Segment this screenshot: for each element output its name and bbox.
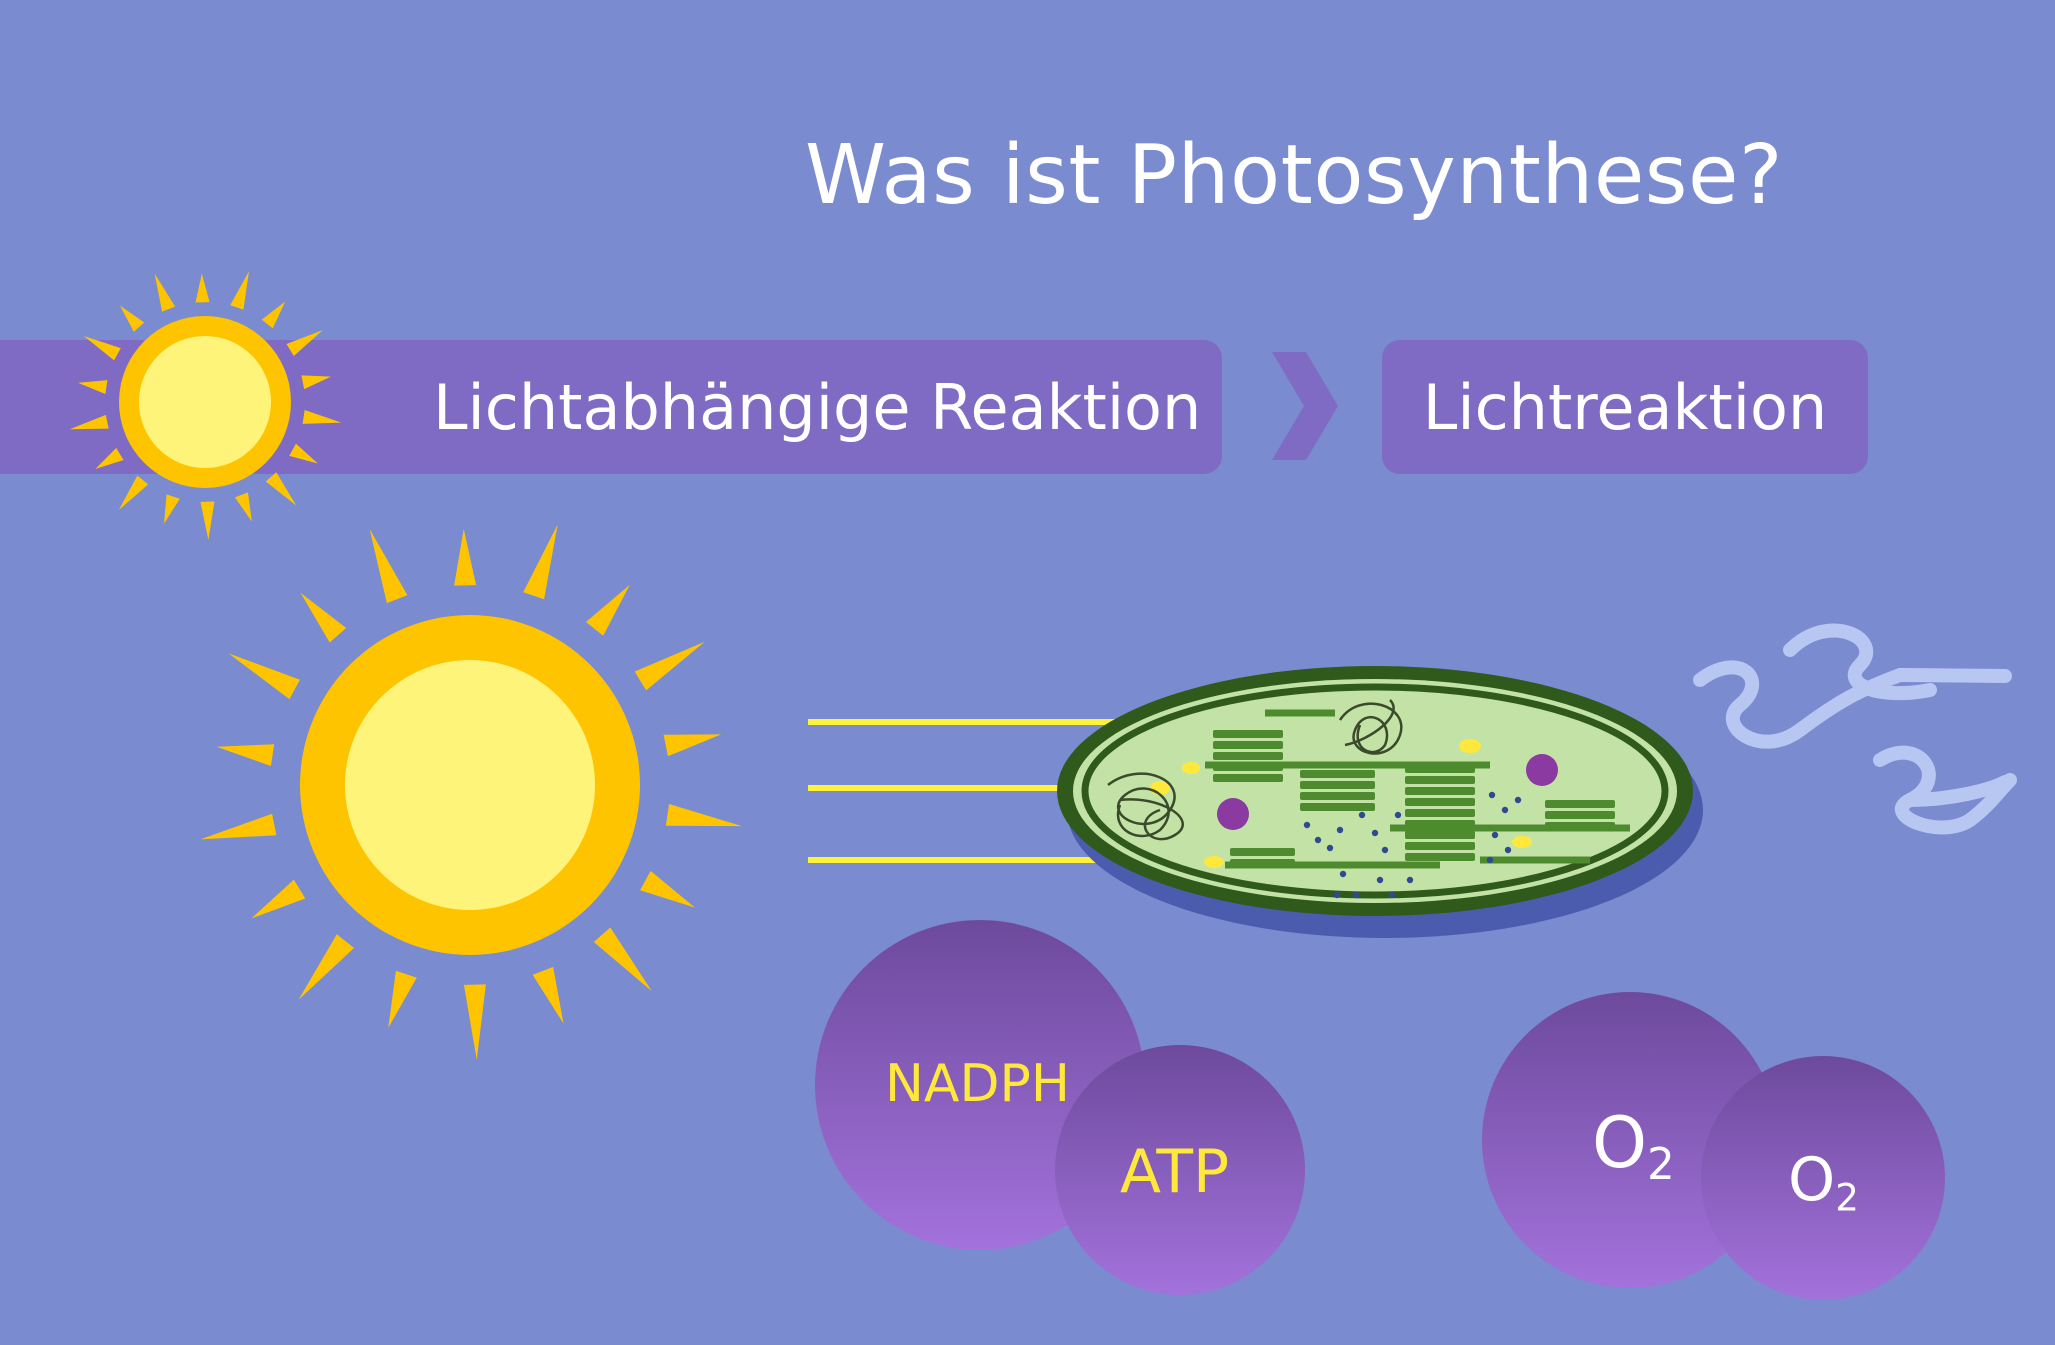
- sun-ray: [454, 528, 477, 586]
- sun-ray: [195, 273, 210, 303]
- sun-ray: [230, 271, 250, 310]
- sun-ray: [585, 584, 630, 636]
- chevron-right-icon: [1272, 352, 1338, 460]
- sun-icon: [200, 524, 742, 1060]
- sun-ray: [298, 934, 355, 1000]
- page-title: Was ist Photosynthese?: [805, 128, 1783, 223]
- sun-icon: [69, 271, 342, 540]
- sun-ray: [640, 870, 695, 908]
- sun-ray: [463, 984, 486, 1060]
- wind-icon: [1693, 623, 2017, 835]
- sun-ray: [532, 966, 564, 1024]
- sun-ray: [120, 305, 145, 332]
- sun-ray: [95, 448, 124, 469]
- sun-ray: [634, 641, 705, 691]
- sun-ray: [69, 414, 109, 430]
- sun-ray: [234, 492, 252, 522]
- oxygen-symbol: O: [1788, 1145, 1836, 1215]
- sun-ray: [216, 744, 275, 767]
- sun-ray: [265, 472, 297, 506]
- sun-ray: [251, 879, 306, 919]
- sun-ray: [665, 803, 742, 827]
- sun-ray: [261, 301, 286, 329]
- sun-ray: [663, 734, 722, 757]
- nadph-label: NADPH: [885, 1054, 1070, 1114]
- sun-ray: [300, 592, 347, 643]
- sun-ray: [164, 494, 180, 524]
- sun-ray: [118, 475, 149, 510]
- sun-ray: [523, 524, 558, 600]
- sun-ray: [388, 970, 417, 1028]
- light-reaction-label: Lichtreaktion: [1422, 370, 1828, 444]
- sun-ray: [77, 380, 108, 395]
- light-reaction-band: Lichtreaktion: [1382, 340, 1868, 474]
- sun-ray: [83, 335, 121, 361]
- oxygen-subscript: 2: [1835, 1175, 1859, 1220]
- sun-ray: [286, 330, 323, 356]
- sun-ray: [228, 653, 300, 700]
- sun-ray: [369, 528, 408, 604]
- oxygen-label: O2: [1788, 1145, 1859, 1219]
- sun-ray: [301, 375, 331, 390]
- sun-ray: [200, 813, 277, 840]
- light-dependent-reaction-label: Lichtabhängige Reaktion: [433, 370, 1202, 444]
- sun-ray: [154, 273, 176, 312]
- oxygen-label: O2: [1592, 1102, 1675, 1190]
- sun-ray: [200, 501, 215, 540]
- oxygen-symbol: O: [1592, 1102, 1648, 1184]
- oxygen-subscript: 2: [1647, 1140, 1675, 1191]
- atp-label: ATP: [1120, 1137, 1230, 1207]
- sun-ray: [302, 409, 342, 424]
- molecule-bubbles: [815, 920, 1945, 1300]
- chloroplast-icon: [1057, 666, 1703, 938]
- sun-ray: [593, 927, 652, 992]
- sun-ray: [289, 443, 318, 464]
